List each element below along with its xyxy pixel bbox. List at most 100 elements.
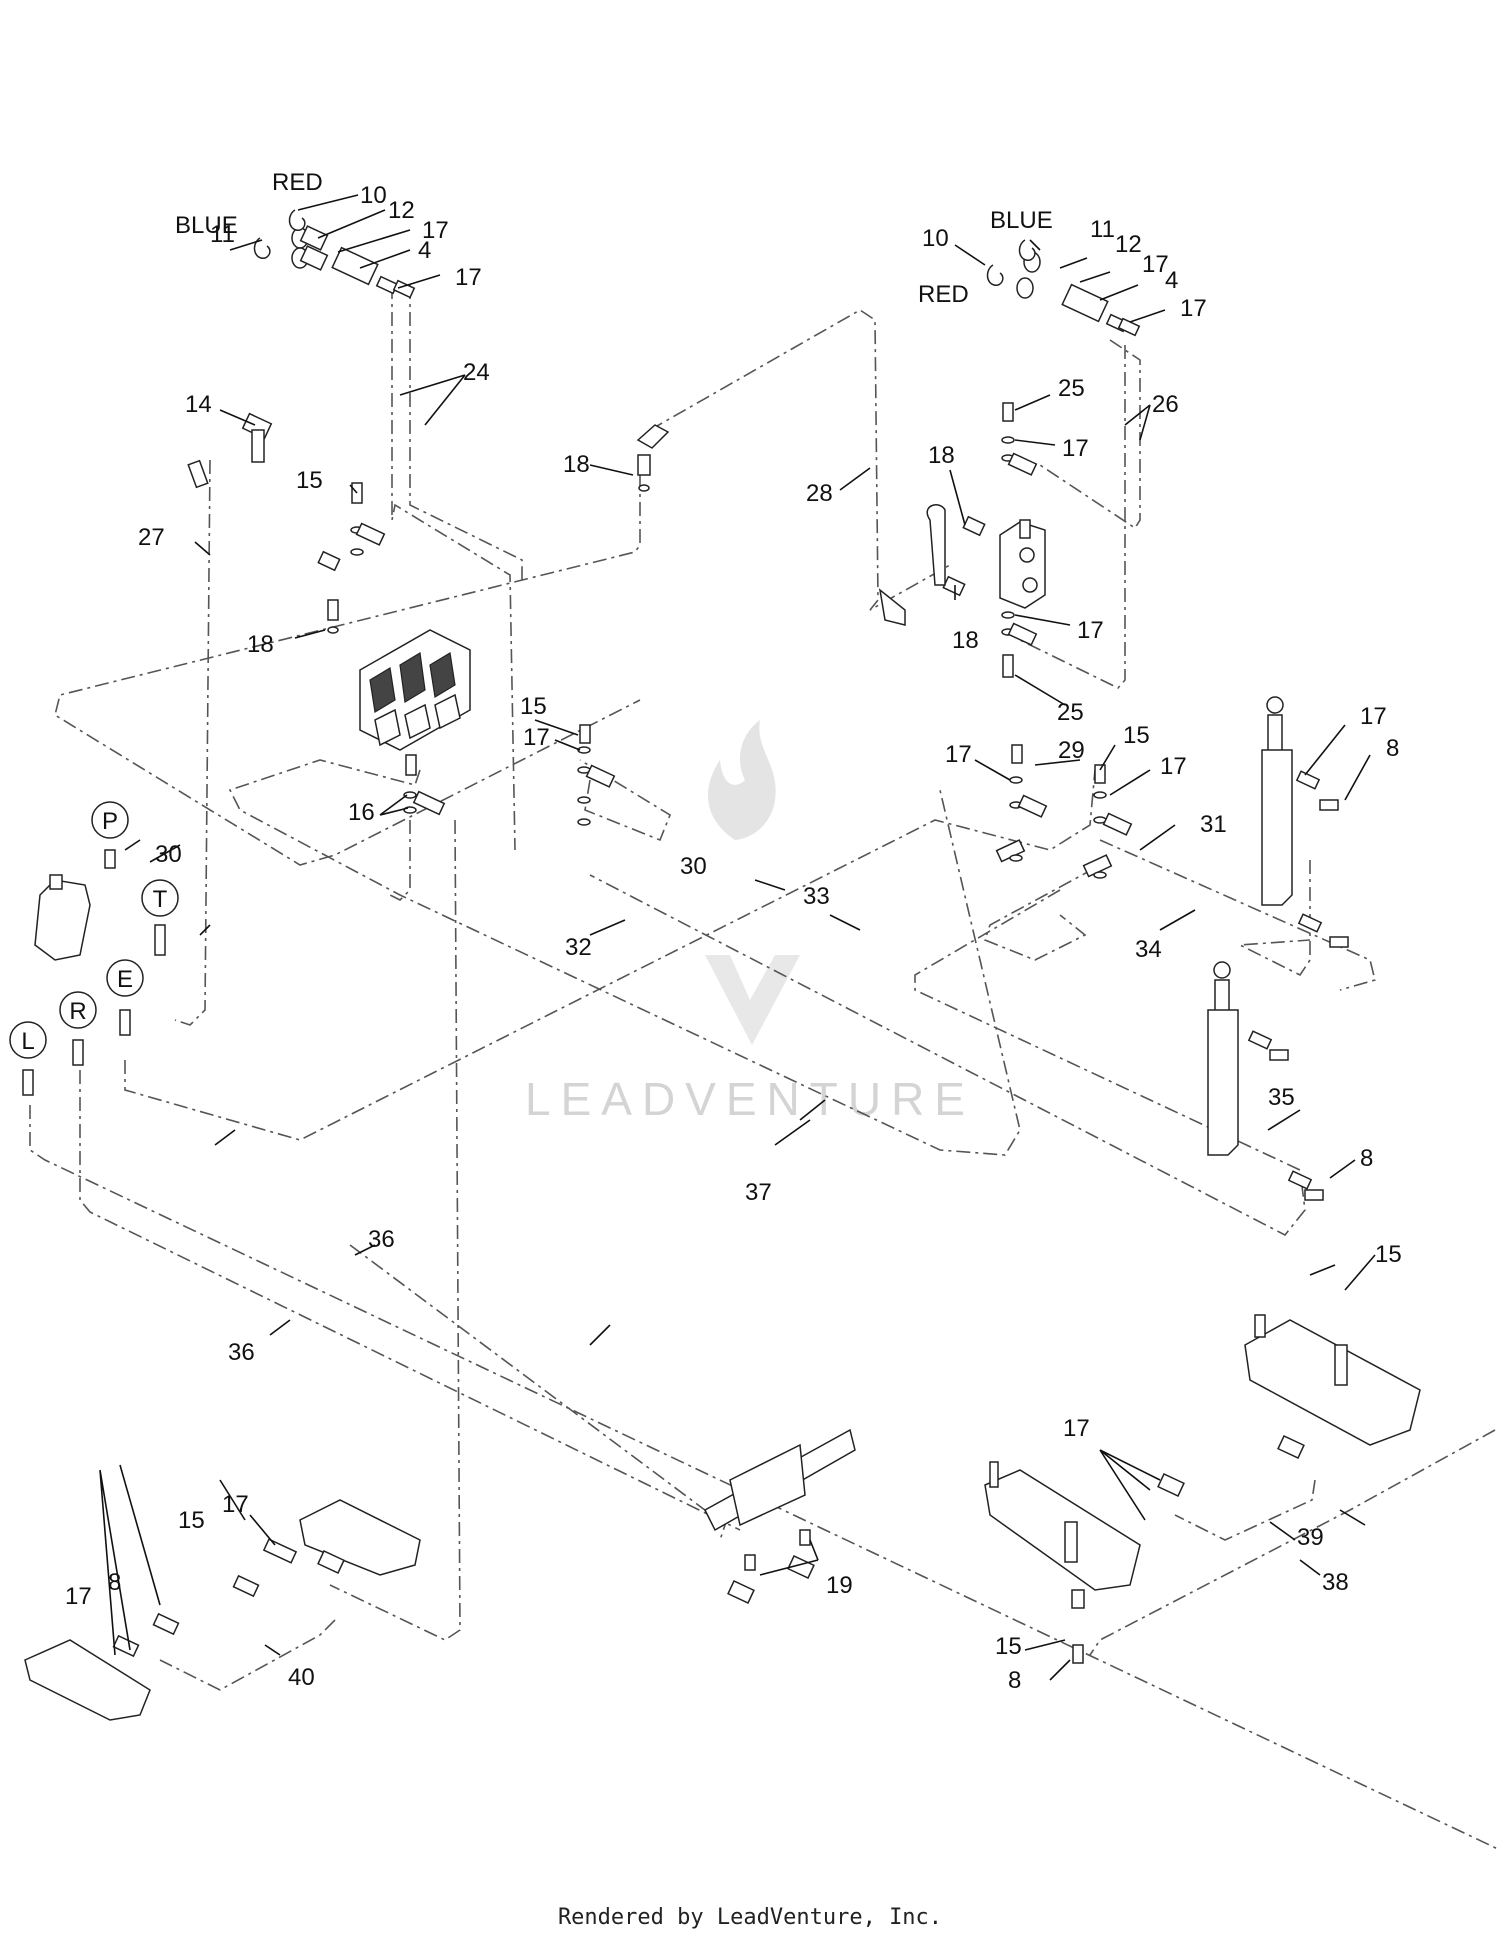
callout-37: 37 [745,1179,772,1206]
label-red-right: RED [918,281,969,308]
callout-8: 8 [1008,1667,1021,1694]
selector-valve-right [878,504,1046,626]
dust-cap-red-left-icon [288,209,306,231]
port-circle-l [9,1021,47,1059]
coupler-left-red [291,225,329,251]
dust-cap-blue-left-icon [253,237,271,259]
label-blue-right: BLUE [990,207,1053,234]
callout-18: 18 [952,627,979,654]
callout-30: 30 [155,841,182,868]
callout-32: 32 [565,934,592,961]
callout-17: 17 [1063,1415,1090,1442]
bolt-15-upper-left [350,482,386,556]
callout-12: 12 [388,197,415,224]
callout-10: 10 [360,182,387,209]
bolt-15-center [577,724,616,826]
callout-33: 33 [803,883,830,910]
hose-24-a [391,285,516,851]
axle-cylinder-left-lower [24,1612,180,1721]
dust-cap-red-right-icon [986,264,1004,286]
callout-15: 15 [1123,722,1150,749]
callout-15: 15 [520,693,547,720]
axle-cylinder-left-upper [232,1499,421,1598]
callout-17: 17 [945,741,972,768]
callout-10: 10 [922,225,949,252]
elbow-fitting-18-upper [636,424,670,492]
hose-28 [649,309,951,611]
callout-17: 17 [1062,435,1089,462]
callout-17: 17 [422,217,449,244]
callout-15: 15 [1375,1241,1402,1268]
callout-39: 39 [1297,1524,1324,1551]
watermark: LEADVENTURE [525,720,975,1125]
hose-33 [589,874,1306,1237]
callout-25: 25 [1057,699,1084,726]
cylinder-upper-right [1261,696,1349,948]
bolt-16 [403,754,446,816]
callout-27: 27 [138,524,165,551]
hose-24-b [409,285,523,580]
bolt-25-upper [1001,402,1038,476]
callout-17: 17 [1160,753,1187,780]
callout-12: 12 [1115,231,1142,258]
bracket-right [1061,283,1109,323]
port-label-r: R [69,998,86,1025]
coupler-assembly-right [986,239,1141,337]
callout-35: 35 [1268,1084,1295,1111]
port-circle-e [106,959,144,997]
hose-16 [389,820,411,901]
port-label-p: P [102,808,118,835]
tee-fitting-14 [187,412,273,489]
watermark-text: LEADVENTURE [525,1073,975,1125]
watermark-v-icon [705,955,800,1045]
hose-27 [174,459,211,1026]
callout-31: 31 [1200,811,1227,838]
hose-26-b [1019,345,1126,689]
axle-cylinder-right-upper [1244,1314,1421,1459]
callout-34: 34 [1135,936,1162,963]
footer-credit: Rendered by LeadVenture, Inc. [557,1905,943,1930]
port-label-t: T [153,886,168,913]
fitting-top-right-b [1117,317,1141,337]
steering-assemblies [24,1314,1421,1721]
callout-4: 4 [418,237,431,264]
callout-29: 29 [1058,737,1085,764]
callout-25: 25 [1058,375,1085,402]
leader-lines [99,194,1376,1681]
hose-34 [984,867,1096,961]
dust-cap-blue-right-icon [1018,239,1036,261]
callout-11: 11 [210,221,235,248]
callout-17: 17 [523,724,550,751]
port-circle-p [91,801,129,839]
callout-17: 17 [455,264,482,291]
hose-routes [29,285,1500,1851]
coupler-left-blue [291,245,329,271]
hose-vertical-long [329,819,461,1641]
hose-30-37 [124,769,1096,1141]
pump-and-ports-left [9,801,179,1096]
callout-24: 24 [463,359,490,386]
callout-40: 40 [288,1664,315,1691]
callout-11: 11 [1090,216,1115,243]
callout-28: 28 [806,480,833,507]
hose-26-a [1039,339,1141,530]
callout-36: 36 [228,1339,255,1366]
callout-8: 8 [108,1569,121,1596]
hose-40 [159,1619,336,1691]
port-label-l: L [21,1028,34,1055]
callout-17: 17 [1077,617,1104,644]
axle-cylinder-center [704,1428,856,1604]
callout-16: 16 [348,799,375,826]
callout-26: 26 [1152,391,1179,418]
port-label-e: E [117,966,133,993]
callout-17: 17 [1180,295,1207,322]
callout-4: 4 [1165,267,1178,294]
callout-18: 18 [928,442,955,469]
bolt-18-left [317,550,341,634]
axle-cylinder-right-lower [984,1461,1185,1664]
callout-17: 17 [1142,251,1169,278]
bolt-25-lower [1001,611,1038,678]
callout-18: 18 [247,631,274,658]
callout-15: 15 [296,467,323,494]
